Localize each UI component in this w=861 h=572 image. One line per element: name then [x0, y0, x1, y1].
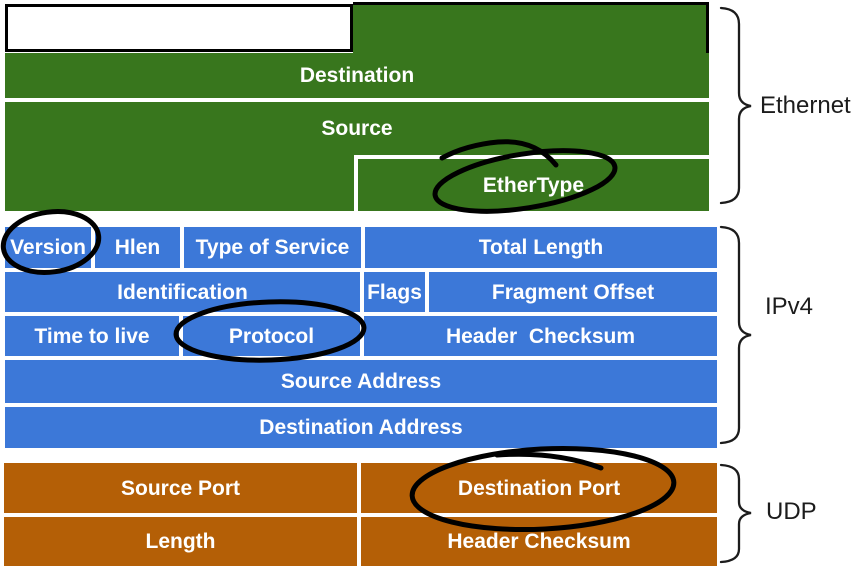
- ipv4-total-length-cell: Total Length: [365, 227, 717, 268]
- ipv4-protocol-cell: Protocol: [183, 316, 360, 356]
- divider: [354, 155, 358, 211]
- ipv4-section-label: IPv4: [765, 293, 814, 320]
- ipv4-header-checksum-cell: Header Checksum: [364, 316, 717, 356]
- ethernet-brace: [719, 6, 752, 205]
- ethernet-empty-cell: [5, 4, 353, 52]
- ipv4-time-to-live-cell: Time to live: [5, 316, 179, 356]
- ipv4-fragment-offset-cell: Fragment Offset: [429, 272, 717, 312]
- ipv4-destination-address-cell: Destination Address: [5, 407, 717, 448]
- ipv4-hlen-cell: Hlen: [95, 227, 180, 268]
- ethernet-ethertype-cell: EtherType: [482, 173, 585, 197]
- ipv4-source-address-cell: Source Address: [5, 360, 717, 403]
- udp-length-cell: Length: [4, 517, 357, 566]
- ethernet-source-cell: Source: [321, 117, 393, 140]
- udp-header-checksum-cell: Header Checksum: [361, 517, 717, 566]
- ipv4-brace: [719, 225, 752, 445]
- ipv4-version-cell: Version: [5, 227, 91, 268]
- ipv4-flags-cell: Flags: [364, 272, 425, 312]
- ethernet-destination-start-cell: [353, 2, 709, 53]
- udp-brace: [719, 463, 752, 564]
- udp-section-label: UDP: [766, 498, 817, 525]
- ethernet-source-ethertype-block: Source EtherType: [5, 102, 709, 211]
- udp-destination-port-cell: Destination Port: [361, 463, 717, 513]
- ethernet-section-label: Ethernet: [760, 92, 851, 119]
- ipv4-identification-cell: Identification: [5, 272, 360, 312]
- ethernet-destination-cell: Destination: [5, 53, 709, 98]
- ipv4-type-of-service-cell: Type of Service: [184, 227, 361, 268]
- udp-source-port-cell: Source Port: [4, 463, 357, 513]
